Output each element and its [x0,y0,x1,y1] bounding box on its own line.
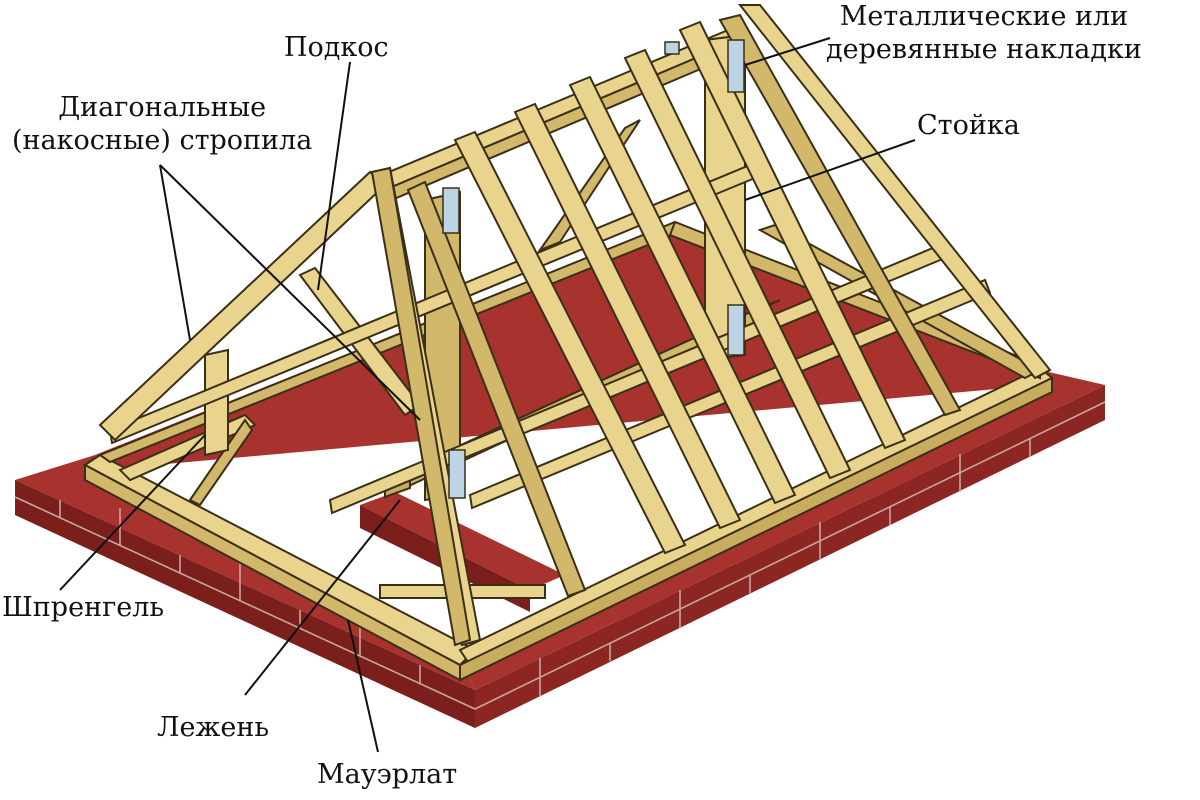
label-stoyka: Стойка [917,110,1020,141]
leader-stoyka [744,139,916,201]
leader-lezhen [244,499,401,696]
label-diagonal-rafters-line2: (накосные) стропила [12,125,313,156]
label-podkos: Подкос [284,32,389,63]
leader-diag-1 [159,164,191,341]
leader-lines [59,37,916,753]
label-mauerlat: Мауэрлат [317,759,458,790]
label-metal-plates-line1: Металлические или [839,1,1129,32]
metal-plates [442,39,745,499]
mauerlat-beam [83,220,1054,682]
label-metal-plates-line2: деревянные накладки [826,34,1142,65]
label-diagonal-rafters-line1: Диагональные [58,92,267,123]
label-shprengel: Шпренгель [2,592,165,623]
leader-shprengel [59,434,206,591]
hip-rafters [98,4,1052,647]
leader-mauerlat [347,619,379,753]
common-rafters [453,20,907,555]
leader-metal [744,37,831,66]
label-metal-plates: Металлические или деревянные накладки [826,0,1142,66]
label-diagonal-rafters: Диагональные (накосные) стропила [12,91,312,157]
label-lezhen: Лежень [157,712,270,743]
leader-podkos [317,61,351,291]
leader-diag-2 [159,164,421,421]
